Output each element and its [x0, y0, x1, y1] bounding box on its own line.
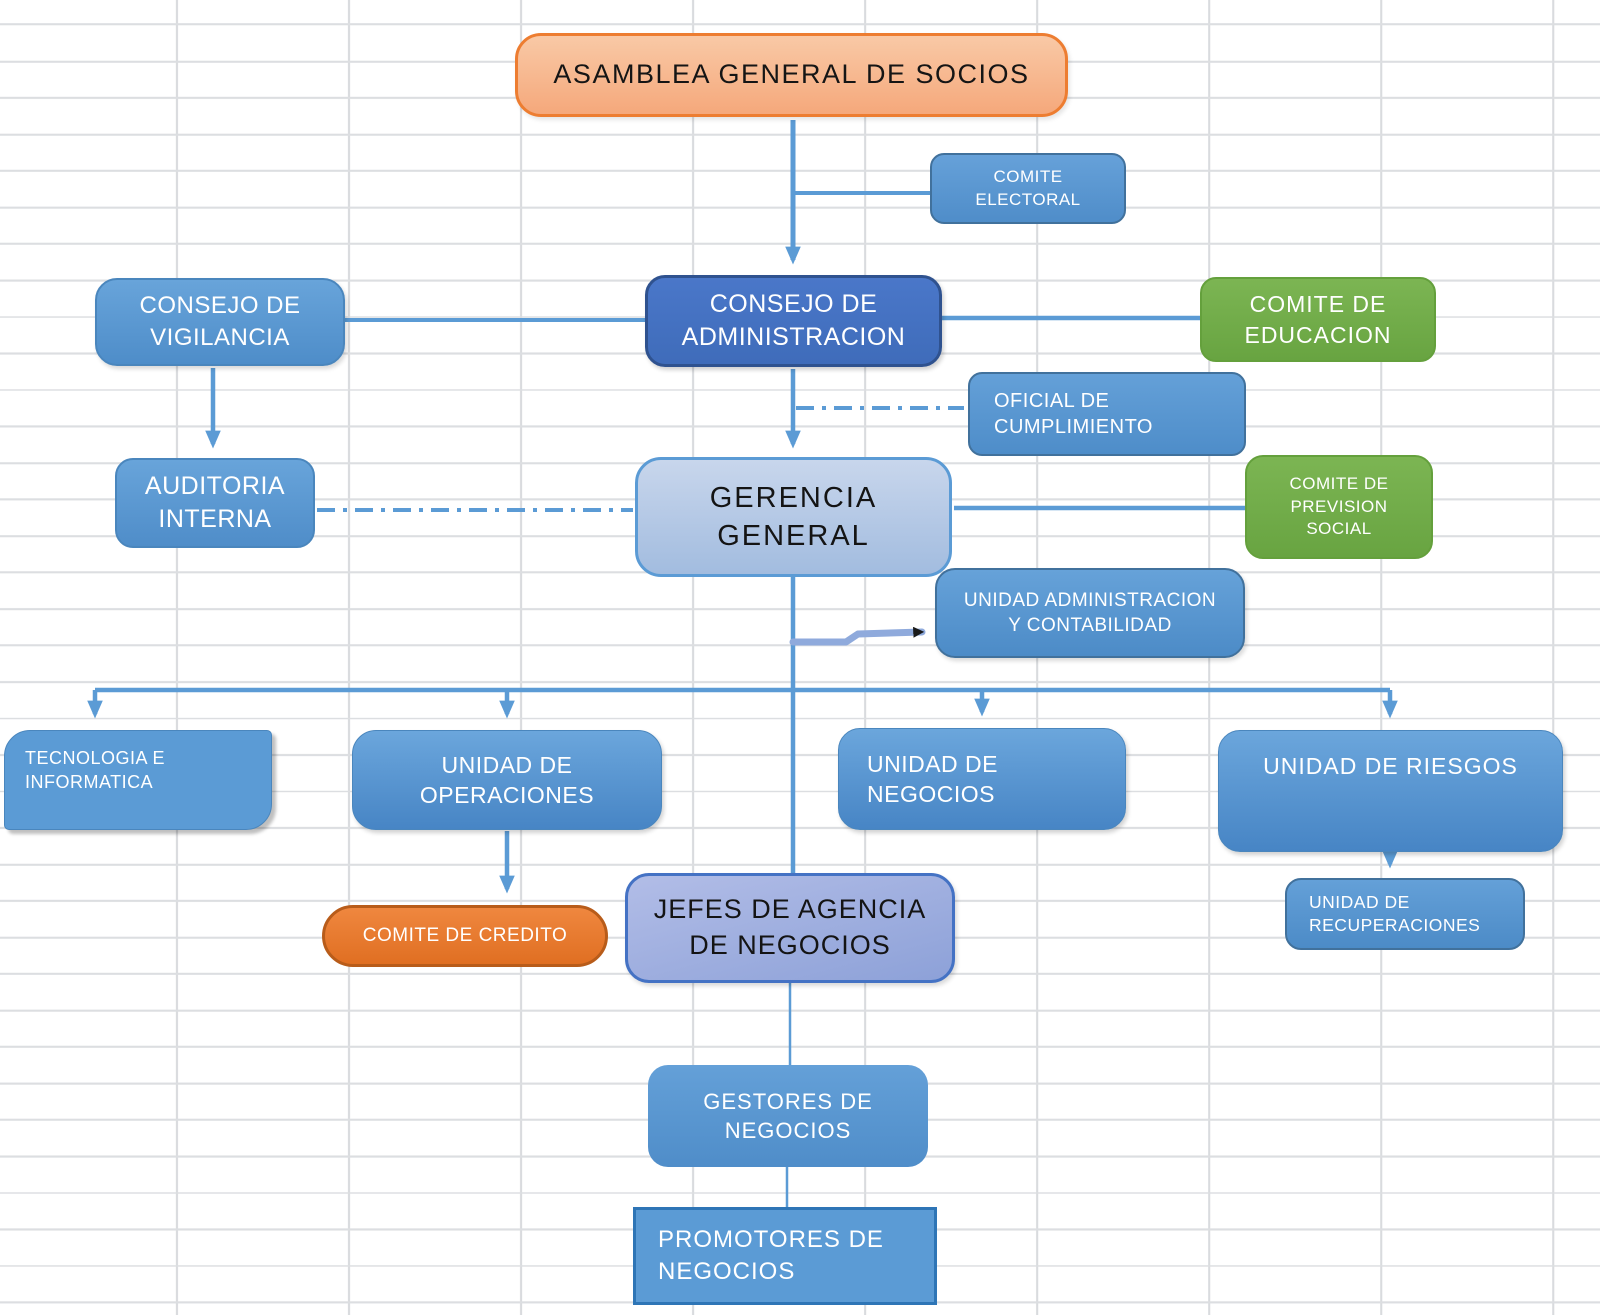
- node-label: GERENCIA GENERAL: [709, 481, 878, 552]
- node-comite-educacion[interactable]: COMITE DE EDUCACION: [1200, 277, 1436, 362]
- node-comite-credito[interactable]: COMITE DE CREDITO: [322, 905, 608, 967]
- node-unidad-riesgos[interactable]: UNIDAD DE RIESGOS: [1218, 730, 1563, 852]
- node-label: CONSEJO DE VIGILANCIA: [139, 292, 301, 351]
- node-unidad-negocios[interactable]: UNIDAD DE NEGOCIOS: [838, 728, 1126, 830]
- edge-gerencia-unidad-admin: [789, 626, 926, 646]
- node-label: UNIDAD DE OPERACIONES: [419, 751, 595, 808]
- node-label: COMITE ELECTORAL: [975, 167, 1081, 209]
- node-label: COMITE DE CREDITO: [362, 925, 568, 947]
- node-consejo-vigilancia[interactable]: CONSEJO DE VIGILANCIA: [95, 278, 345, 366]
- node-label: UNIDAD ADMINISTRACION Y CONTABILIDAD: [963, 589, 1217, 636]
- node-auditoria-interna[interactable]: AUDITORIA INTERNA: [115, 458, 315, 548]
- node-label: ASAMBLEA GENERAL DE SOCIOS: [553, 59, 1030, 90]
- node-label: UNIDAD DE NEGOCIOS: [867, 750, 999, 807]
- node-comite-prevision-social[interactable]: COMITE DE PREVISION SOCIAL: [1245, 455, 1433, 559]
- node-unidad-operaciones[interactable]: UNIDAD DE OPERACIONES: [352, 730, 662, 830]
- node-comite-electoral[interactable]: COMITE ELECTORAL: [930, 153, 1126, 224]
- node-label: OFICIAL DE CUMPLIMIENTO: [994, 389, 1153, 438]
- node-label: AUDITORIA INTERNA: [144, 472, 286, 533]
- node-label: GESTORES DE NEGOCIOS: [703, 1088, 873, 1143]
- node-gerencia-general[interactable]: GERENCIA GENERAL: [635, 457, 952, 577]
- node-label: CONSEJO DE ADMINISTRACION: [681, 290, 906, 351]
- node-unidad-administracion-contabilidad[interactable]: UNIDAD ADMINISTRACION Y CONTABILIDAD: [935, 568, 1245, 658]
- node-label: UNIDAD DE RECUPERACIONES: [1309, 891, 1481, 935]
- node-promotores-negocios[interactable]: PROMOTORES DE NEGOCIOS: [633, 1207, 937, 1305]
- node-label: TECNOLOGIA E INFORMATICA: [25, 748, 166, 792]
- node-jefes-agencia-negocios[interactable]: JEFES DE AGENCIA DE NEGOCIOS: [625, 873, 955, 983]
- node-label: JEFES DE AGENCIA DE NEGOCIOS: [653, 894, 927, 960]
- node-label: PROMOTORES DE NEGOCIOS: [658, 1226, 884, 1285]
- node-label: COMITE DE EDUCACION: [1244, 291, 1392, 348]
- node-gestores-negocios[interactable]: GESTORES DE NEGOCIOS: [648, 1065, 928, 1167]
- node-oficial-cumplimiento[interactable]: OFICIAL DE CUMPLIMIENTO: [968, 372, 1246, 456]
- node-label: UNIDAD DE RIESGOS: [1263, 753, 1518, 779]
- node-label: COMITE DE PREVISION SOCIAL: [1289, 474, 1389, 539]
- node-tecnologia-informatica[interactable]: TECNOLOGIA E INFORMATICA: [4, 730, 272, 830]
- node-consejo-administracion[interactable]: CONSEJO DE ADMINISTRACION: [645, 275, 942, 367]
- node-unidad-recuperaciones[interactable]: UNIDAD DE RECUPERACIONES: [1285, 878, 1525, 950]
- node-asamblea-general-socios[interactable]: ASAMBLEA GENERAL DE SOCIOS: [515, 33, 1068, 117]
